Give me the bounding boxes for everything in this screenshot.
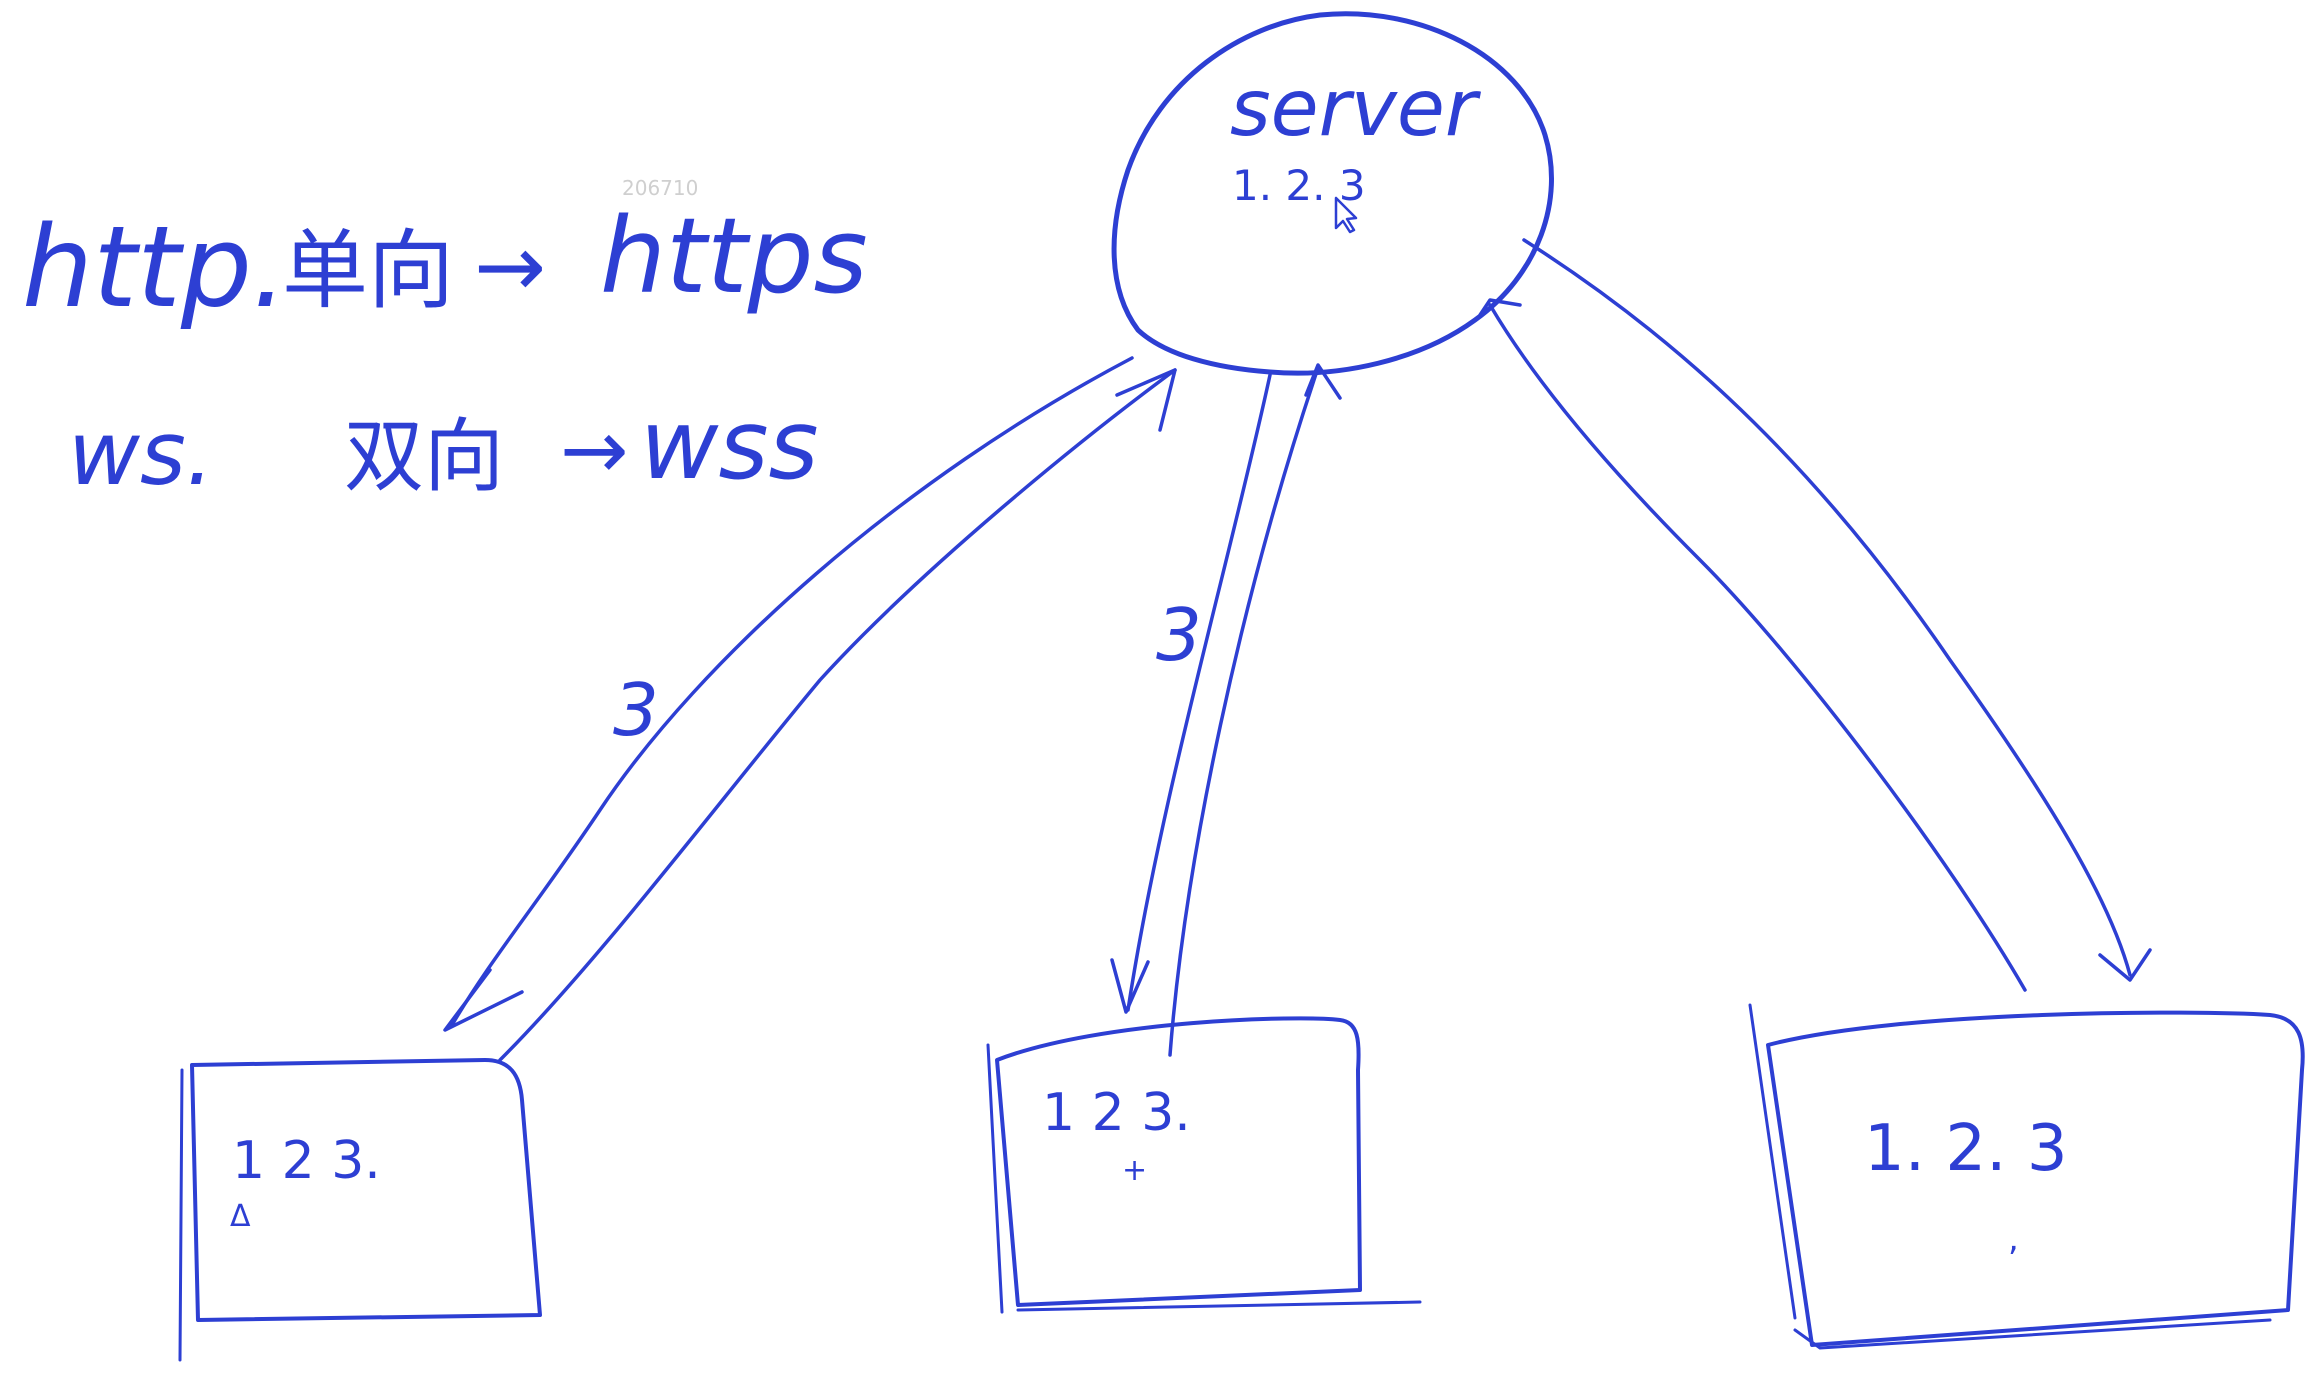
client-node-3: 1. 2. 3 , — [1748, 1003, 2305, 1350]
client2-extra: + — [1122, 1153, 1147, 1188]
note-http-protocol: http. — [22, 203, 288, 333]
edge-left-inner — [498, 368, 1177, 1062]
arrowhead-to-client1 — [443, 968, 524, 1032]
note-https: https — [600, 195, 868, 317]
client1-extra: Δ — [230, 1199, 251, 1234]
notes-ws-line: ws. 双向 → wss — [68, 389, 819, 505]
client-node-1: 1 2 3. Δ — [178, 1058, 542, 1362]
server-node: server 1. 2. 3 — [1111, 11, 1554, 376]
note-ws-protocol: ws. — [68, 402, 214, 505]
edge-right-outer — [1522, 238, 2132, 977]
arrowhead-to-server-left — [1115, 368, 1177, 432]
client-node-2: 1 2 3. + — [986, 1016, 1422, 1314]
client2-box — [995, 1016, 1362, 1307]
client1-left-edge — [178, 1068, 184, 1362]
edge-left-outer — [450, 356, 1134, 1027]
client3-extra: , — [2008, 1219, 2019, 1259]
client3-box — [1766, 1010, 2305, 1347]
note-http-direction: 单向 — [282, 221, 454, 321]
notes-http-line: http. 单向 → https — [22, 195, 868, 333]
server-circle — [1111, 11, 1554, 376]
client2-items: 1 2 3. — [1042, 1083, 1191, 1143]
edge-server-client3 — [1478, 238, 2152, 992]
client3-items: 1. 2. 3 — [1864, 1112, 2068, 1186]
edge-right-inner — [1488, 303, 2027, 992]
arrowhead-to-server-middle — [1304, 363, 1342, 400]
note-wss: wss — [640, 389, 819, 501]
edge-middle-label: 3 — [1156, 593, 1202, 677]
note-ws-direction: 双向 — [344, 410, 504, 503]
edge-server-client1: 3 — [443, 356, 1177, 1062]
client1-items: 1 2 3. — [232, 1131, 381, 1191]
edge-middle-up — [1168, 366, 1320, 1057]
note-http-arrow: → — [474, 217, 546, 317]
client1-box — [190, 1058, 542, 1322]
client3-left-edge — [1748, 1003, 1797, 1320]
edge-middle-down — [1126, 373, 1272, 1012]
server-label: server — [1230, 64, 1482, 154]
mouse-cursor-icon — [1334, 196, 1358, 234]
arrowhead-to-client3 — [2098, 948, 2152, 982]
client2-left-edge — [986, 1043, 1004, 1314]
client3-base-tail — [1793, 1318, 2272, 1350]
arrowhead-to-server-right — [1478, 298, 1522, 317]
watermark-text: 206710 — [622, 176, 698, 200]
note-ws-arrow: → — [560, 403, 629, 498]
arrowhead-to-client2 — [1110, 958, 1150, 1014]
edge-server-client2: 3 — [1110, 363, 1342, 1057]
server-items: 1. 2. 3 — [1232, 161, 1366, 210]
client2-base — [1016, 1300, 1422, 1312]
edge-left-label: 3 — [613, 668, 659, 752]
